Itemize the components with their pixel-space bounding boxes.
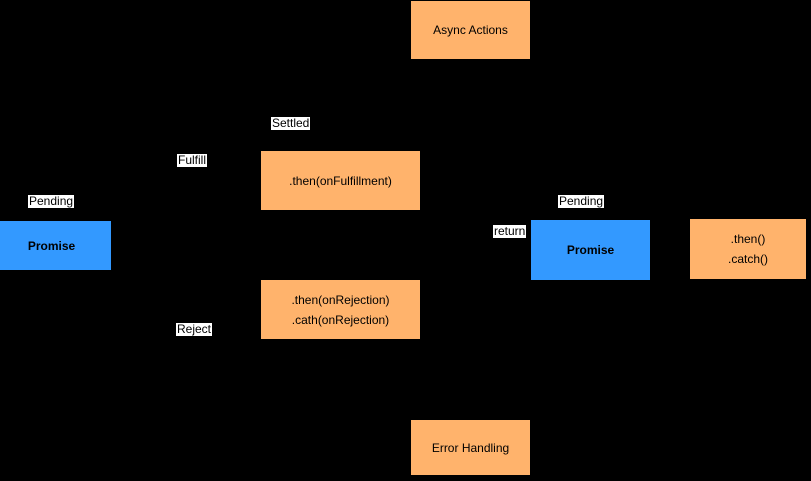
then-onrejection-node: .then(onRejection) .cath(onRejection) (261, 280, 420, 339)
async-actions-label: Async Actions (433, 23, 508, 37)
error-handling-label: Error Handling (431, 440, 510, 455)
async-actions-node: Async Actions (411, 1, 530, 59)
promise-left-node: Promise (0, 221, 111, 270)
edge-label-pending-right: Pending (558, 194, 605, 208)
edge-label-pending-left: Pending (28, 194, 75, 208)
edge-label-reject: Reject (176, 322, 213, 336)
edge-label-settled: Settled (271, 116, 311, 130)
then-onrejection-line2: .cath(onRejection) (291, 312, 390, 327)
promise-left-label: Promise (27, 238, 76, 253)
edge-label-return: return (493, 224, 527, 238)
promise-right-label: Promise (566, 243, 615, 257)
then-catch-line2: .catch() (727, 252, 768, 266)
then-onfulfillment-label: .then(onFulfillment) (289, 173, 392, 188)
then-catch-line1: .then() (730, 232, 766, 246)
then-onrejection-line1: .then(onRejection) (291, 292, 390, 307)
error-handling-node: Error Handling (411, 420, 530, 475)
then-catch-node: .then() .catch() (690, 219, 806, 279)
then-onfulfillment-node: .then(onFulfillment) (261, 151, 420, 210)
edge-label-fulfill: Fulfill (177, 153, 208, 167)
promise-right-node: Promise (531, 220, 650, 280)
